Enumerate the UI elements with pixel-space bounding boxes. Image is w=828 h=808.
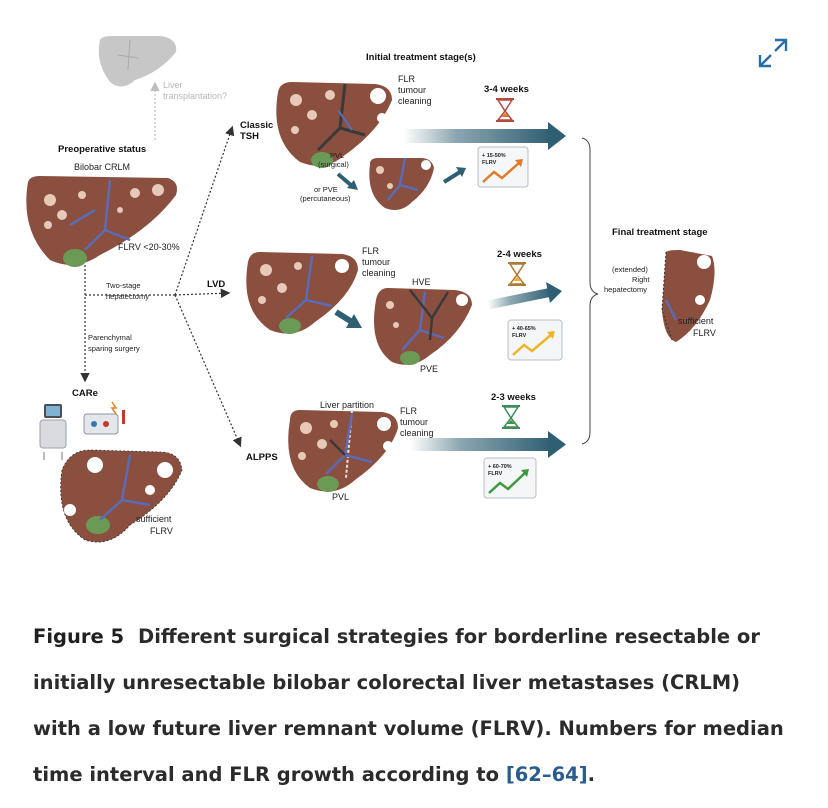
pve-label: PVE <box>420 364 438 374</box>
growth-2-value: + 40-65% <box>512 326 536 332</box>
lvd-main-arrow <box>487 287 553 310</box>
growth-card-1: + 15-50% FLRV <box>477 146 529 188</box>
hourglass-1-icon <box>496 98 514 122</box>
caption-period: . <box>587 763 596 786</box>
alpps-flr-label-1: FLR <box>400 406 418 416</box>
timeline-1-duration: 3-4 weeks <box>484 84 529 95</box>
caption-text: Different surgical strategies for border… <box>33 625 784 786</box>
care-flrv-label: FLRV <box>150 526 173 536</box>
liver-tx-label-1: Liver <box>163 80 183 90</box>
growth-1-unit: FLRV <box>482 160 497 166</box>
preop-status-title: Preoperative status <box>58 144 146 155</box>
stage-bracket <box>581 137 599 445</box>
lvd-main-arrowhead <box>546 282 562 303</box>
lvd-branch-line <box>174 288 231 299</box>
alpps-flr-label-3: cleaning <box>400 428 434 438</box>
pve-perc-label-2: (percutaneous) <box>300 194 351 203</box>
caption-figure-label: Figure 5 <box>33 625 125 648</box>
final-label-1: (extended) <box>612 265 648 274</box>
lvd-flr-label-1: FLR <box>362 246 380 256</box>
liver-tx-label-2: transplantation? <box>163 91 227 101</box>
preop-liver-icon <box>26 176 177 267</box>
final-flrv-label: FLRV <box>693 328 716 338</box>
hve-label: HVE <box>412 277 431 287</box>
pvl-surgical-label-2: (surgical) <box>318 160 349 169</box>
growth-2-unit: FLRV <box>512 333 527 339</box>
pve-small-arrowhead <box>347 180 358 190</box>
classic-branch-line <box>174 125 235 296</box>
final-stage-title: Final treatment stage <box>612 227 708 238</box>
alpps-main-arrow <box>410 438 552 451</box>
classic-liver-icon <box>276 82 392 168</box>
alpps-liver-icon <box>288 409 398 492</box>
care-label: CARe <box>72 388 98 399</box>
classic-pve-liver-icon <box>369 157 434 210</box>
final-label-2: Right <box>632 275 650 284</box>
classic-label-1: Classic <box>240 120 273 131</box>
alpps-flr-label-2: tumour <box>400 417 428 427</box>
alpps-pvl-label: PVL <box>332 492 349 502</box>
lvd-mid-arrow <box>334 309 354 325</box>
trend-up-2-icon <box>512 333 553 356</box>
growth-3-value: + 60-70% <box>488 464 512 470</box>
pve-perc-label-1: or PVE <box>314 185 338 194</box>
alpps-branch-line <box>174 294 242 448</box>
lvd-flr-label-3: cleaning <box>362 268 396 278</box>
pvl-surgical-label-1: PVL <box>330 151 344 160</box>
care-sufficient-label: sufficient <box>136 514 172 524</box>
care-liver-icon <box>60 449 183 543</box>
growth-1-value: + 15-50% <box>482 153 506 159</box>
classic-flr-label-3: cleaning <box>398 96 432 106</box>
classic-label-2: TSH <box>240 131 259 142</box>
classic-flr-label-1: FLR <box>398 74 416 84</box>
timeline-2-duration: 2-4 weeks <box>497 249 542 260</box>
expand-figure-button[interactable] <box>756 36 790 70</box>
timeline-3-duration: 2-3 weeks <box>491 392 536 403</box>
ablation-generator-icon <box>83 401 125 435</box>
figure-diagram: Initial treatment stage(s) Final treatme… <box>26 36 716 543</box>
trend-up-1-icon <box>482 161 521 183</box>
grey-liver-icon <box>98 36 177 87</box>
expand-diagonal-arrows-icon <box>758 38 788 68</box>
classic-main-arrow <box>404 129 552 143</box>
ultrasound-machine-icon <box>39 404 67 460</box>
two-stage-label-2: hepatectomy <box>106 292 149 301</box>
caption-reference-link[interactable]: [62–64] <box>505 763 588 786</box>
hourglass-2-icon <box>508 262 526 286</box>
classic-main-arrowhead <box>548 122 566 150</box>
growth-3-unit: FLRV <box>488 471 503 477</box>
lvd-mid-arrowhead <box>346 314 362 328</box>
classic-flr-label-2: tumour <box>398 85 426 95</box>
lvd-hve-liver-icon <box>374 288 472 365</box>
final-sufficient-label: sufficient <box>678 316 714 326</box>
final-liver-icon <box>661 250 715 342</box>
trend-up-3-icon <box>488 471 527 494</box>
growth-card-2: + 40-65% FLRV <box>507 319 563 361</box>
hourglass-3-icon <box>502 405 520 429</box>
lvd-label: LVD <box>207 279 225 290</box>
initial-stage-title: Initial treatment stage(s) <box>366 52 476 63</box>
final-label-3: hepatectomy <box>604 285 647 294</box>
liver-partition-label: Liver partition <box>320 400 374 410</box>
alpps-main-arrowhead <box>548 431 566 458</box>
lvd-flr-label-2: tumour <box>362 257 390 267</box>
bilobar-label: Bilobar CRLM <box>74 162 130 172</box>
parenchymal-label-2: sparing surgery <box>88 344 140 353</box>
flrv-low-label: FLRV <20-30% <box>118 242 180 252</box>
pve-small-arrow <box>336 172 354 188</box>
pve-growth-arrowhead <box>456 167 466 177</box>
growth-card-3: + 60-70% FLRV <box>483 457 537 499</box>
pve-growth-arrow <box>442 170 462 184</box>
lvd-liver-icon <box>246 252 358 334</box>
two-stage-label-1: Two-stage <box>106 281 141 290</box>
alpps-label: ALPPS <box>246 452 278 463</box>
parenchymal-label-1: Parenchymal <box>88 333 132 342</box>
